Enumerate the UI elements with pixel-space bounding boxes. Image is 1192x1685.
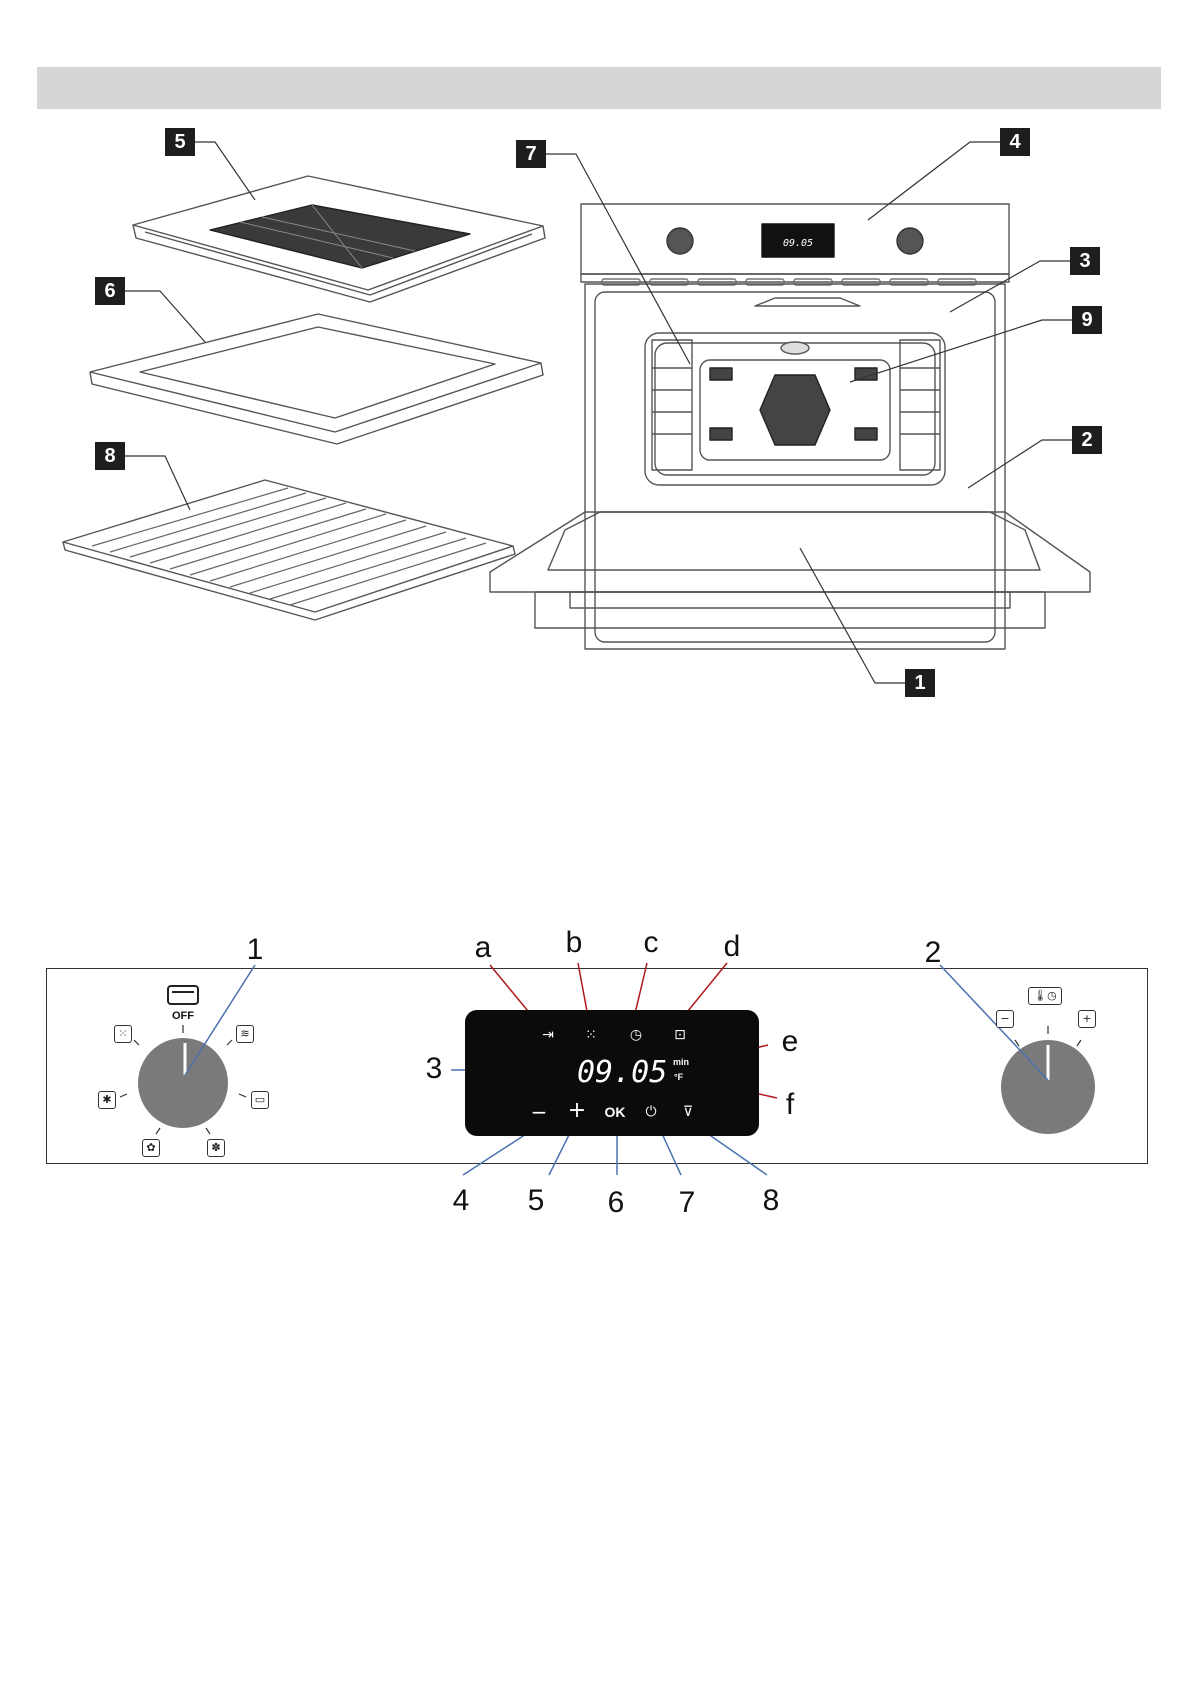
off-label: OFF	[172, 1010, 194, 1022]
label-e: e	[782, 1027, 799, 1057]
label-6: 6	[608, 1188, 625, 1218]
label-c: c	[644, 928, 659, 958]
label-4: 4	[453, 1186, 470, 1216]
fan-heat-icon: ✿	[142, 1139, 160, 1157]
label-f: f	[786, 1090, 794, 1120]
plus-button[interactable]: +	[568, 1100, 586, 1122]
temp-timer-icon: 🌡◷	[1028, 987, 1062, 1005]
fan-icon: ✽	[207, 1139, 225, 1157]
fan-grill-icon: ✱	[98, 1091, 116, 1109]
bottom-heat-icon: ▭	[251, 1091, 269, 1109]
label-b: b	[566, 928, 583, 958]
label-a: a	[475, 933, 492, 963]
knob-plus-icon: +	[1078, 1010, 1096, 1028]
knob-minus-icon: −	[996, 1010, 1014, 1028]
top-heat-icon: ≋	[236, 1025, 254, 1043]
display-unit-min: min	[673, 1058, 689, 1067]
label-7: 7	[679, 1188, 696, 1218]
power-icon[interactable]: ⏻	[645, 1105, 656, 1119]
display-time: 09.05	[577, 1058, 667, 1088]
ok-button[interactable]: OK	[605, 1105, 626, 1119]
label-2: 2	[925, 938, 942, 968]
minus-button[interactable]: −	[531, 1102, 548, 1122]
label-8: 8	[763, 1186, 780, 1216]
lock-icon[interactable]: ⊡	[674, 1028, 686, 1042]
label-1: 1	[247, 935, 264, 965]
arrow-to-bar-icon[interactable]: ⇥	[542, 1028, 554, 1042]
display-unit-temp: °F	[674, 1073, 683, 1082]
clock-icon[interactable]: ◷	[630, 1028, 642, 1042]
label-d: d	[724, 932, 741, 962]
grid-function-icon: ⁙	[114, 1025, 132, 1043]
triangle-down-icon[interactable]: ⊽	[683, 1105, 693, 1119]
grid-dots-icon[interactable]: ⁙	[585, 1028, 597, 1042]
leader-2	[940, 965, 1048, 1080]
label-3: 3	[426, 1054, 443, 1084]
label-5: 5	[528, 1186, 545, 1216]
